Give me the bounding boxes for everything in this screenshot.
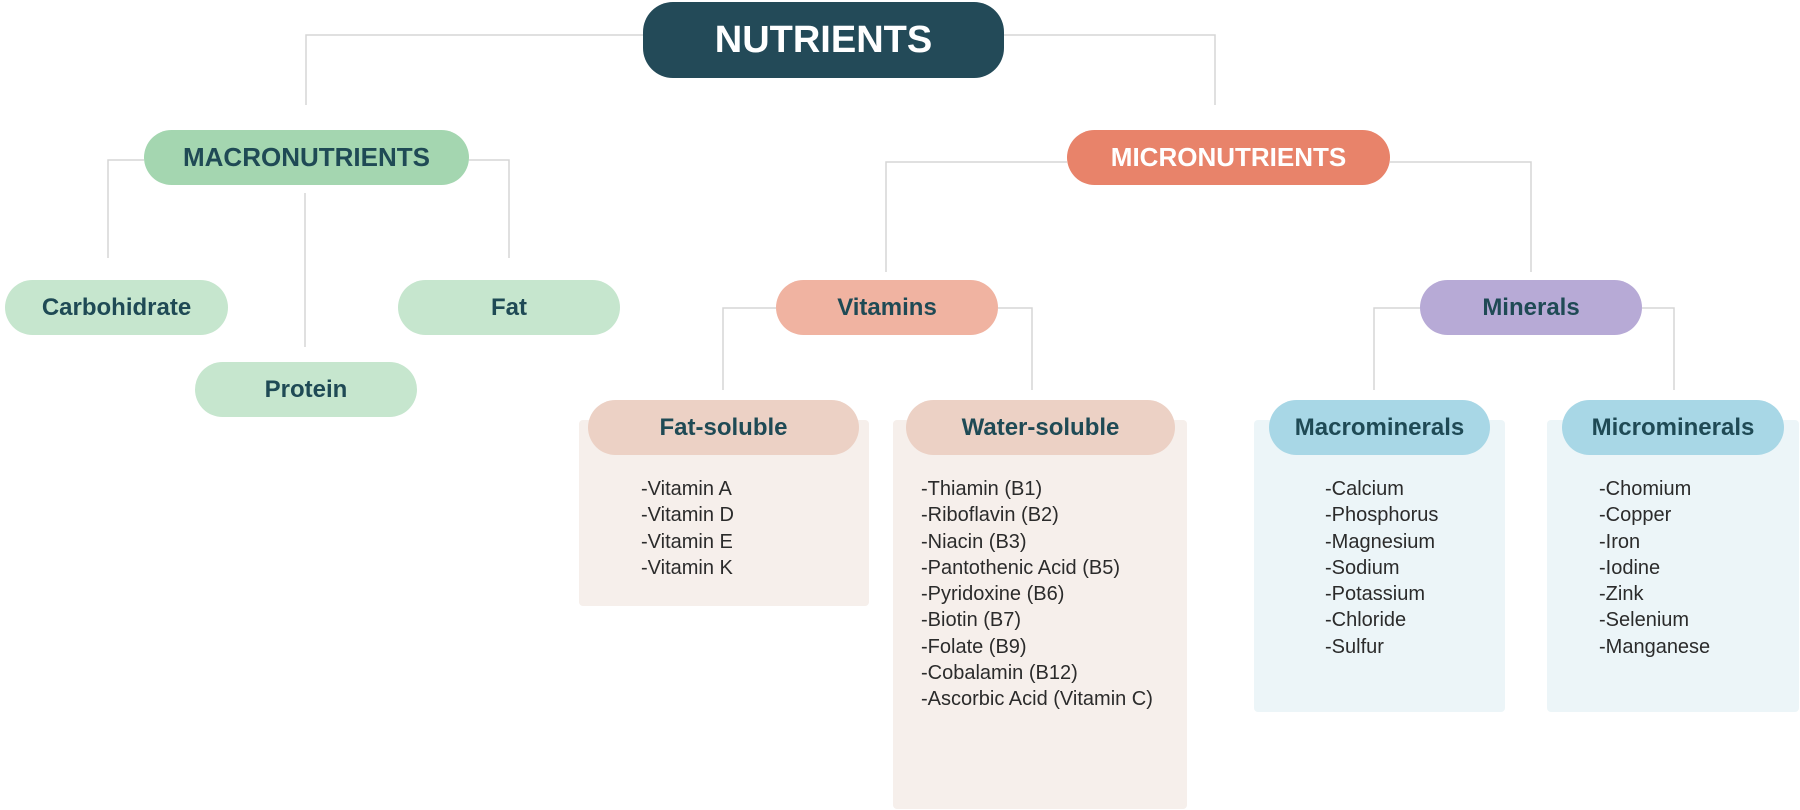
macronutrients-node: MACRONUTRIENTS (144, 130, 469, 185)
list-item: -Vitamin E (641, 530, 733, 553)
list-item: -Vitamin A (641, 478, 732, 500)
list-item: -Chomium (1599, 478, 1692, 500)
fat-soluble-list: -Vitamin A -Vitamin D -Vitamin E -Vitami… (641, 476, 734, 581)
list-item: -Biotin (B7) (921, 609, 1022, 632)
list-item: -Phosphorus (1325, 504, 1439, 527)
list-item: -Calcium (1325, 478, 1404, 500)
list-item: -Niacin (B3) (921, 530, 1027, 553)
fat-node: Fat (398, 280, 620, 335)
list-item: -Chloride (1325, 609, 1407, 632)
water-soluble-list: -Thiamin (B1) -Riboflavin (B2) -Niacin (… (921, 476, 1153, 713)
list-item: -Pyridoxine (B6) (921, 583, 1065, 606)
list-item: -Magnesium (1325, 530, 1436, 553)
minerals-node: Minerals (1420, 280, 1642, 335)
microminerals-node: Microminerals (1562, 400, 1784, 455)
microminerals-list: -Chomium -Copper -Iron -Iodine -Zink -Se… (1599, 476, 1710, 660)
list-item: -Ascorbic Acid (Vitamin C) (921, 688, 1153, 711)
list-item: -Sodium (1325, 556, 1400, 579)
macrominerals-list: -Calcium -Phosphorus -Magnesium -Sodium … (1325, 476, 1438, 660)
water-soluble-panel (893, 420, 1187, 809)
macrominerals-node: Macrominerals (1269, 400, 1490, 455)
list-item: -Cobalamin (B12) (921, 662, 1078, 685)
protein-node: Protein (195, 362, 417, 417)
water-soluble-node: Water-soluble (906, 400, 1175, 455)
list-item: -Riboflavin (B2) (921, 504, 1059, 527)
vitamins-node: Vitamins (776, 280, 998, 335)
list-item: -Vitamin D (641, 504, 734, 527)
fat-soluble-node: Fat-soluble (588, 400, 859, 455)
list-item: -Iodine (1599, 556, 1661, 579)
list-item: -Thiamin (B1) (921, 478, 1043, 500)
list-item: -Pantothenic Acid (B5) (921, 556, 1120, 579)
nutrients-root-node: NUTRIENTS (643, 2, 1004, 78)
list-item: -Zink (1599, 583, 1644, 606)
list-item: -Potassium (1325, 583, 1426, 606)
carbohydrate-node: Carbohidrate (5, 280, 228, 335)
list-item: -Manganese (1599, 635, 1711, 658)
macrominerals-panel (1254, 420, 1505, 712)
list-item: -Iron (1599, 530, 1641, 553)
micronutrients-node: MICRONUTRIENTS (1067, 130, 1390, 185)
list-item: -Folate (B9) (921, 635, 1027, 658)
list-item: -Selenium (1599, 609, 1690, 632)
microminerals-panel (1547, 420, 1799, 712)
list-item: -Vitamin K (641, 556, 733, 579)
list-item: -Sulfur (1325, 635, 1384, 658)
list-item: -Copper (1599, 504, 1672, 527)
